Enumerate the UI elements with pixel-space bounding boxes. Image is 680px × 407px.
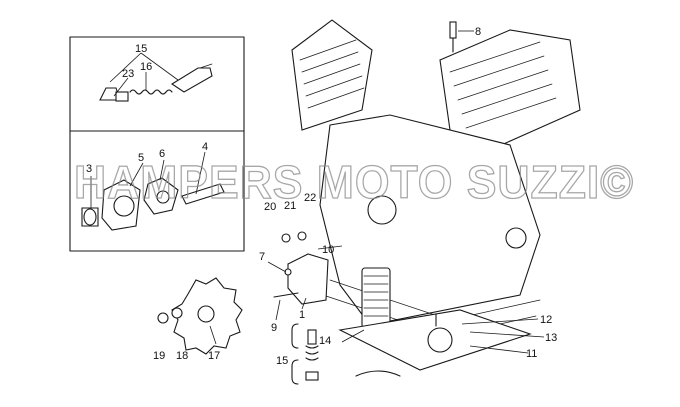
sump-pan — [338, 309, 532, 377]
pump-cover — [81, 207, 99, 227]
callout-14: 14 — [319, 335, 331, 347]
callout-18: 18 — [176, 350, 188, 362]
callout-3: 3 — [86, 163, 92, 175]
nut-19 — [157, 312, 169, 324]
oil-filter — [361, 267, 391, 329]
right-cylinder — [439, 29, 581, 151]
inset-frame — [69, 36, 245, 252]
leader-17 — [209, 325, 217, 345]
relief-cap — [305, 371, 319, 381]
drive-sprocket — [157, 277, 243, 355]
screw-9 — [273, 292, 299, 298]
callout-16: 16 — [140, 61, 152, 73]
valve-tip-line — [199, 63, 213, 69]
callout-1: 1 — [299, 309, 305, 321]
callout-9: 9 — [271, 322, 277, 334]
leader-9 — [275, 299, 281, 321]
callout-7: 7 — [259, 251, 265, 263]
leader-11 — [469, 345, 529, 354]
callout-8: 8 — [475, 26, 481, 38]
valve-spring — [129, 89, 173, 95]
leader-1 — [301, 297, 307, 310]
leader-4 — [195, 151, 206, 195]
valve-washer — [115, 91, 129, 102]
callout-22: 22 — [304, 192, 316, 204]
leader-5 — [129, 162, 144, 187]
callout-10: 10 — [322, 244, 334, 256]
relief-stack — [291, 323, 319, 385]
sender-unit — [449, 21, 457, 53]
sprocket-hub — [197, 305, 215, 323]
callout-17: 17 — [208, 350, 220, 362]
pump-body — [101, 179, 141, 231]
callout-4: 4 — [202, 141, 208, 153]
relief-valve-assembly — [99, 63, 213, 102]
filter-ribs — [363, 275, 389, 317]
callout-labels: 15 23 16 3 5 6 4 8 20 21 22 7 10 9 1 19 … — [86, 26, 557, 367]
right-cylinder-fins — [449, 41, 557, 129]
callout-5: 5 — [138, 152, 144, 164]
relief-bracket-lower — [291, 359, 299, 385]
callout-15-top: 15 — [135, 43, 147, 55]
relief-bracket-upper — [291, 323, 299, 349]
crankcase-boss — [367, 195, 397, 225]
leader-15-top — [109, 52, 142, 83]
callout-19: 19 — [153, 350, 165, 362]
washer-18 — [171, 307, 183, 319]
pump-shaft — [181, 183, 225, 205]
valve-plunger — [170, 67, 213, 93]
oil-pump-assembly — [81, 177, 225, 231]
callout-12: 12 — [540, 314, 552, 326]
leader-6 — [159, 159, 165, 181]
sender-body — [449, 21, 457, 39]
bolt-20 — [281, 233, 291, 243]
leader-14 — [341, 329, 365, 343]
left-cylinder — [291, 19, 373, 131]
callout-13: 13 — [545, 332, 557, 344]
sump-gasket — [338, 309, 532, 371]
callout-11: 11 — [526, 348, 537, 360]
left-cylinder-fins — [299, 39, 365, 109]
leader-12 — [461, 318, 539, 325]
relief-plug — [307, 329, 317, 345]
pump-rotor — [143, 177, 179, 215]
leader-10 — [317, 245, 343, 250]
front-cover-body — [287, 253, 329, 305]
inset-frames — [69, 36, 245, 252]
leader-15-top-b — [140, 52, 179, 81]
dowel-7 — [284, 268, 292, 276]
leader-lines — [90, 30, 545, 354]
leader-7 — [267, 261, 287, 273]
front-pump-cover — [273, 231, 329, 305]
sump-strainer — [427, 327, 453, 353]
sump-drain — [355, 370, 401, 377]
leader-13 — [469, 331, 545, 338]
pump-cover-ring — [83, 208, 97, 226]
pump-bore — [113, 195, 135, 217]
crankcase — [319, 114, 541, 326]
callout-6: 6 — [159, 148, 165, 160]
valve-cap — [99, 87, 121, 101]
sprocket-body — [171, 277, 243, 355]
callout-21: 21 — [284, 200, 296, 212]
oil-filler-plug — [505, 227, 527, 249]
callout-23: 23 — [122, 68, 134, 80]
relief-spring — [305, 345, 319, 361]
callout-15-bottom: 15 — [276, 355, 288, 367]
callout-20: 20 — [264, 201, 276, 213]
watermark-text: HAMPERS MOTO SUZZI© — [74, 156, 634, 208]
pump-rotor-hub — [156, 190, 170, 204]
washer-21 — [297, 231, 307, 241]
filter-cartridge — [361, 267, 391, 329]
leader-23 — [113, 77, 129, 97]
